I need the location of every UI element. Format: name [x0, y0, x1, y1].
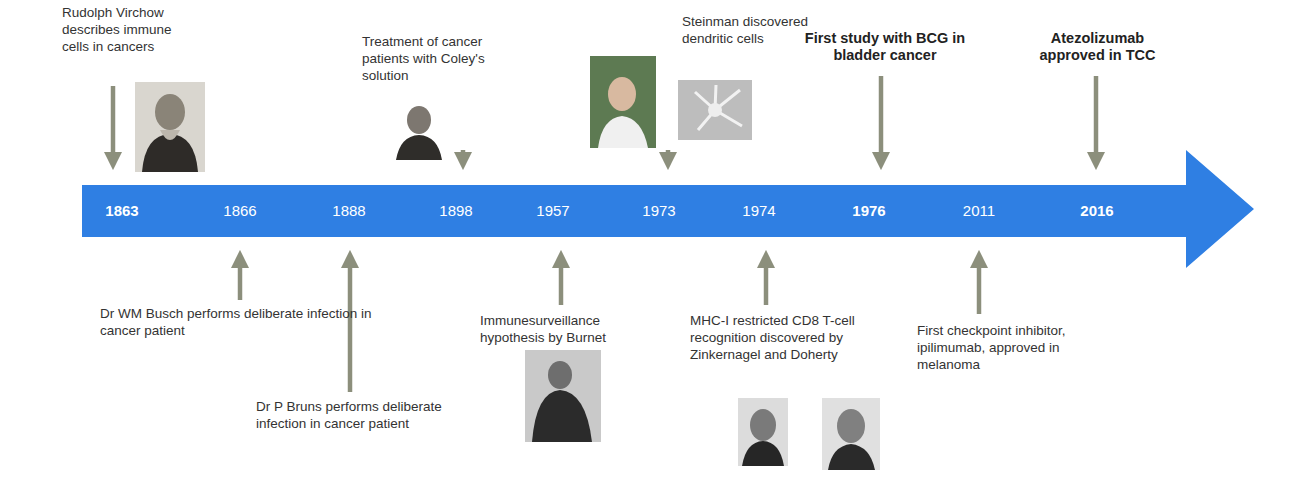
timeline-band: 1863 1866 1888 1898 1957 1973 1974 1976 2011 2016: [82, 150, 1254, 268]
event-caption: Dr WM Busch performs deliberate infectio…: [100, 305, 380, 339]
event-caption: Immunesurveillance hypothesis by Burnet: [480, 312, 655, 346]
event-caption: Atezolizumab approved in TCC: [1025, 30, 1170, 64]
year-label: 2016: [1080, 202, 1113, 220]
year-label: 1866: [223, 202, 256, 220]
event-caption: First study with BCG in bladder cancer: [800, 30, 970, 64]
year-label: 2011: [963, 202, 995, 220]
event-caption: Treatment of cancer patients with Coley'…: [362, 33, 522, 84]
portrait-virchow: [135, 82, 205, 172]
year-label: 1863: [105, 202, 138, 220]
portrait-doherty: [822, 398, 880, 470]
year-label: 1973: [642, 202, 675, 220]
portrait-burnet: [525, 350, 601, 442]
year-label: 1957: [536, 202, 569, 220]
year-label: 1888: [332, 202, 365, 220]
event-caption: Rudolph Virchow describes immune cells i…: [62, 4, 202, 55]
event-caption: First checkpoint inhibitor, ipilimumab, …: [917, 322, 1117, 373]
dendritic-cell-image: [678, 80, 752, 140]
portrait-steinman: [590, 56, 656, 148]
portrait-zinkernagel: [738, 398, 788, 466]
event-caption: Dr P Bruns performs deliberate infection…: [256, 398, 446, 432]
year-label: 1974: [742, 202, 775, 220]
event-caption: MHC-I restricted CD8 T-cell recognition …: [690, 312, 900, 363]
year-label: 1976: [852, 202, 885, 220]
portrait-coley: [388, 100, 450, 160]
year-label: 1898: [439, 202, 472, 220]
event-caption: Steinman discovered dendritic cells: [682, 13, 822, 47]
